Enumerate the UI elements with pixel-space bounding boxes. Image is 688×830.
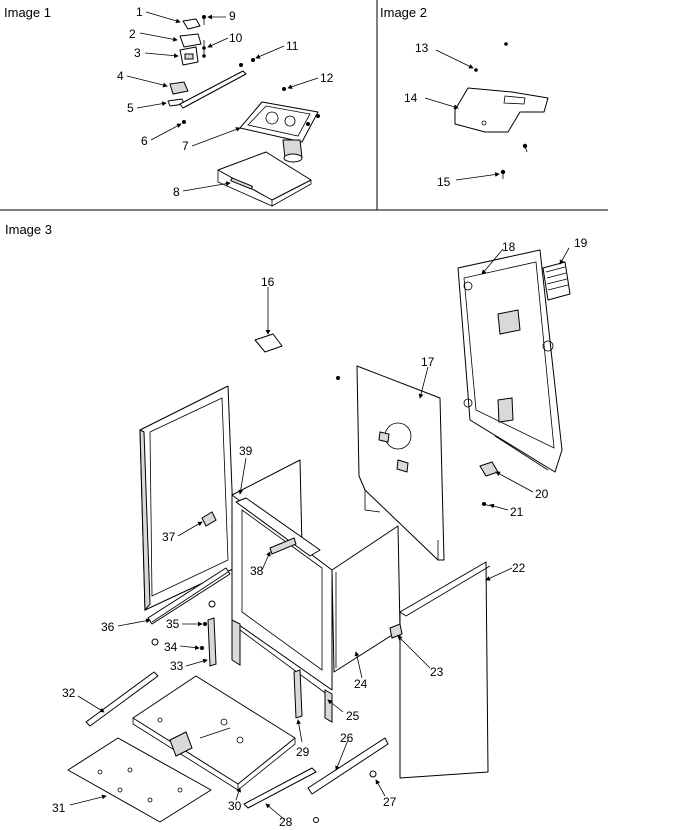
part-1-bracket xyxy=(182,18,201,30)
part-16-plate xyxy=(254,333,283,353)
callout-25: 25 xyxy=(346,709,360,723)
part-19-grille xyxy=(542,261,571,301)
callout-23: 23 xyxy=(430,665,444,679)
callout-16: 16 xyxy=(261,275,275,289)
callout-12: 12 xyxy=(320,71,334,85)
part-17-screw xyxy=(336,376,340,380)
callout-10: 10 xyxy=(229,31,243,45)
callout-9: 9 xyxy=(229,9,236,23)
part-35-foot xyxy=(203,600,216,626)
image-1-parts xyxy=(167,15,320,207)
panel-title-image-2: Image 2 xyxy=(380,5,427,20)
callout-30: 30 xyxy=(228,799,242,813)
callout-14: 14 xyxy=(404,91,418,105)
part-26-rail xyxy=(307,737,389,795)
callout-39: 39 xyxy=(239,444,253,458)
part-23-bracket xyxy=(389,623,403,639)
callout-8: 8 xyxy=(173,185,180,199)
callout-2: 2 xyxy=(129,27,136,41)
part-4-knob xyxy=(169,81,189,95)
part-13-fastener xyxy=(474,68,478,72)
callout-20: 20 xyxy=(535,487,549,501)
part-15-screw xyxy=(500,143,528,179)
callout-36: 36 xyxy=(101,620,115,634)
callout-1: 1 xyxy=(136,5,143,19)
panel-title-image-1: Image 1 xyxy=(4,5,51,20)
callout-33: 33 xyxy=(170,659,184,673)
callout-labels: 1 2 3 4 5 6 7 8 9 10 11 12 13 14 15 16 1… xyxy=(52,5,588,829)
image-3-parts xyxy=(67,249,571,823)
callout-21: 21 xyxy=(510,505,524,519)
part-20-bracket xyxy=(479,461,499,477)
part-9-screw xyxy=(202,15,206,25)
part-33-strip xyxy=(207,617,217,667)
callout-28: 28 xyxy=(279,815,293,829)
callout-7: 7 xyxy=(182,139,189,153)
callout-4: 4 xyxy=(117,69,124,83)
part-38-clip xyxy=(269,537,297,555)
callout-13: 13 xyxy=(415,41,429,55)
callout-31: 31 xyxy=(52,801,66,815)
leader-lines xyxy=(69,11,570,821)
callout-3: 3 xyxy=(134,46,141,60)
callout-26: 26 xyxy=(340,731,354,745)
callout-6: 6 xyxy=(141,134,148,148)
part-6-screw xyxy=(182,120,186,124)
part-17-inner-back xyxy=(356,365,445,561)
part-14-bracket xyxy=(454,87,549,133)
part-8-tray xyxy=(217,151,312,207)
part-12-screw xyxy=(282,87,286,91)
part-37-hinge xyxy=(201,511,217,527)
part-32-rail xyxy=(85,671,159,727)
part-27-foot xyxy=(313,770,377,823)
part-30-bottom-pan xyxy=(132,675,296,791)
callout-22: 22 xyxy=(512,561,526,575)
callout-34: 34 xyxy=(164,640,178,654)
part-11-rod xyxy=(179,70,247,109)
part-29-strip xyxy=(293,669,303,719)
callout-38: 38 xyxy=(250,564,264,578)
part-36-rail-edge xyxy=(151,571,229,623)
image-2-parts xyxy=(454,42,549,179)
part-22-side-panel xyxy=(399,561,491,779)
callout-11: 11 xyxy=(286,39,299,53)
part-7-mechanism xyxy=(239,101,320,163)
callout-24: 24 xyxy=(354,677,368,691)
part-28-rail xyxy=(243,767,317,809)
left-side-panel xyxy=(139,385,236,612)
callout-19: 19 xyxy=(574,236,588,250)
part-2-plate xyxy=(179,33,202,48)
part-24-right-side xyxy=(331,525,401,673)
panel-title-image-3: Image 3 xyxy=(5,222,52,237)
callout-17: 17 xyxy=(421,355,435,369)
callout-27: 27 xyxy=(383,795,397,809)
callout-35: 35 xyxy=(166,617,180,631)
callout-29: 29 xyxy=(296,745,310,759)
part-13-fastener-top xyxy=(504,42,508,46)
callout-5: 5 xyxy=(127,101,134,115)
callout-32: 32 xyxy=(62,686,76,700)
part-21-pin xyxy=(482,502,491,507)
callout-15: 15 xyxy=(437,175,451,189)
part-10-screws xyxy=(202,40,206,58)
part-18-back-panel xyxy=(457,249,563,473)
callout-18: 18 xyxy=(502,240,516,254)
part-34-leveler xyxy=(151,638,204,650)
part-31-base-plate xyxy=(67,737,212,823)
callout-37: 37 xyxy=(162,530,176,544)
part-39-frame xyxy=(231,459,333,723)
